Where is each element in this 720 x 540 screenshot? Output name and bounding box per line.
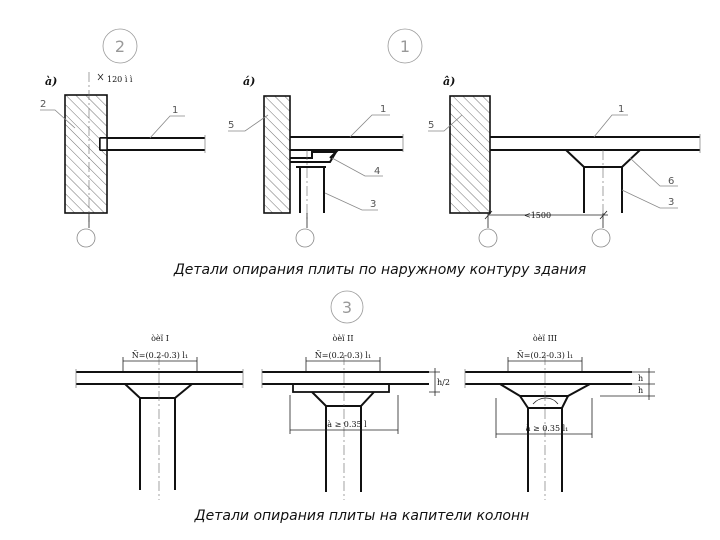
detail-b: á) 5 1 4 3 — [228, 75, 404, 248]
detail-a: à) 120 ì ì 2 1 — [40, 72, 206, 248]
callout-1: 1 — [172, 105, 178, 116]
floor-slab — [290, 136, 403, 151]
axis-bubble — [478, 228, 498, 248]
callout-2: 2 — [40, 99, 46, 110]
exterior-wall — [64, 94, 108, 214]
span-label: <1500 — [524, 211, 551, 220]
callout-6: 6 — [668, 176, 674, 187]
callout-5: 5 — [428, 120, 434, 131]
type-label: òèï I — [151, 334, 169, 343]
slab-haunch — [290, 151, 339, 159]
floor-slab — [262, 371, 429, 385]
inner-label: à ≥ 0.35 l₁ — [526, 424, 569, 433]
detail-a-letter: à) — [45, 75, 57, 88]
height-label-2: h — [638, 386, 643, 395]
dimension-arrow — [97, 73, 104, 81]
height-label: h/2 — [437, 378, 450, 387]
exterior-wall — [263, 95, 291, 214]
detail-b-letter: á) — [243, 75, 255, 88]
callout-3: 3 — [668, 197, 674, 208]
column-capital — [311, 391, 375, 407]
capital-type-1: òèï I Ñ=(0.2-0.3) l₁ — [75, 334, 244, 500]
section-bubble-2: 2 — [102, 28, 138, 64]
type-label: òèï II — [333, 334, 354, 343]
section-bubble-3: 3 — [330, 290, 364, 324]
callout-1: 1 — [380, 104, 386, 115]
capital-type-2: òèï II Ñ=(0.2-0.3) l₁ à ≥ 0.35 l h/2 — [261, 334, 450, 500]
floor-slab — [99, 137, 205, 151]
capital-type-3: òèï III Ñ=(0.2-0.3) l₁ à ≥ 0.35 l₁ h h — [464, 334, 655, 500]
floor-slab — [490, 136, 700, 151]
column — [527, 408, 563, 492]
svg-text:1: 1 — [400, 37, 410, 56]
detail-a-dimension: 120 ì ì — [107, 75, 133, 84]
svg-text:2: 2 — [115, 37, 125, 56]
floor-slab — [465, 371, 632, 385]
column — [296, 166, 326, 213]
callout-4: 4 — [374, 166, 380, 177]
width-label: Ñ=(0.2-0.3) l₁ — [132, 351, 188, 360]
column — [139, 398, 176, 490]
inner-label: à ≥ 0.35 l — [327, 420, 367, 429]
svg-text:3: 3 — [342, 298, 352, 317]
drop-panel — [292, 383, 390, 393]
column-capital — [124, 383, 193, 399]
column-capital — [499, 383, 591, 397]
caption-column-capitals: Детали опирания плиты на капители колонн — [194, 508, 530, 524]
width-label: Ñ=(0.2-0.3) l₁ — [315, 351, 371, 360]
height-label-1: h — [638, 374, 643, 383]
callout-3: 3 — [370, 199, 376, 210]
axis-bubble — [591, 228, 611, 248]
type-label: òèï III — [533, 334, 557, 343]
exterior-wall — [449, 95, 491, 214]
span-dimension — [484, 210, 608, 220]
section-bubble-1: 1 — [387, 28, 423, 64]
column — [325, 406, 362, 492]
axis-bubble — [295, 228, 315, 248]
callout-5: 5 — [228, 120, 234, 131]
axis-bubble — [76, 228, 96, 248]
caption-exterior-support: Детали опирания плиты по наружному конту… — [173, 262, 586, 278]
detail-c: â) <1500 5 1 6 3 — [428, 75, 701, 248]
floor-slab — [76, 371, 243, 385]
callout-1: 1 — [618, 104, 624, 115]
detail-c-letter: â) — [443, 75, 455, 88]
